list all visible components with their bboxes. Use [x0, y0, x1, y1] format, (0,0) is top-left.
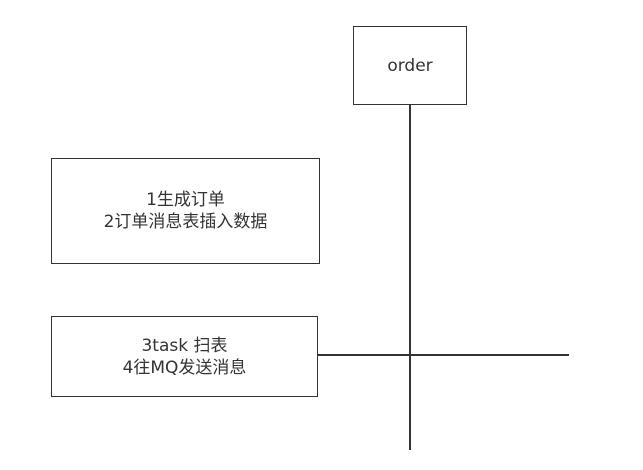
order-node-label: order	[387, 55, 433, 76]
step-2-label: 2订单消息表插入数据	[103, 212, 268, 232]
task-scan-step-node: 3task 扫表 4往MQ发送消息	[51, 316, 318, 397]
order-lifeline	[409, 104, 411, 450]
step-1-label: 1生成订单	[146, 190, 225, 210]
task-to-lifeline-connector	[317, 354, 569, 356]
step-3-label: 3task 扫表	[141, 335, 228, 356]
step-4-label: 4往MQ发送消息	[122, 357, 247, 378]
order-node: order	[353, 26, 467, 105]
create-order-step-node: 1生成订单 2订单消息表插入数据	[51, 158, 320, 264]
